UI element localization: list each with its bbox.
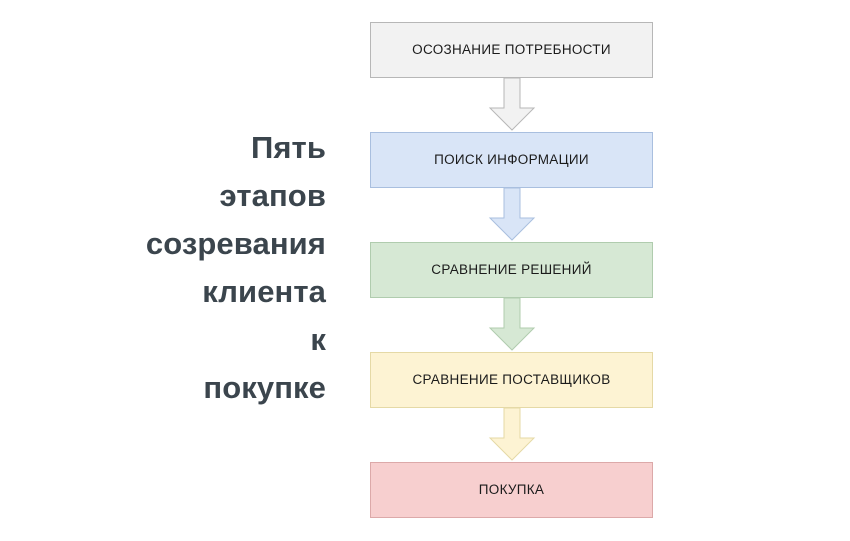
flow-node-supplier-comparison[interactable]: СРАВНЕНИЕ ПОСТАВЩИКОВ [370, 352, 653, 408]
flow-node-label: ПОИСК ИНФОРМАЦИИ [434, 151, 589, 167]
diagram-title-line-4: клиента [202, 274, 326, 309]
diagram-title-line-6: покупке [203, 370, 326, 405]
flow-node-purchase[interactable]: ПОКУПКА [370, 462, 653, 518]
arrow-down-icon [488, 408, 536, 462]
diagram-title: Пять этапов созревания клиента к покупке [60, 124, 326, 412]
flow-node-awareness[interactable]: ОСОЗНАНИЕ ПОТРЕБНОСТИ [370, 22, 653, 78]
flow-node-label: СРАВНЕНИЕ РЕШЕНИЙ [431, 261, 592, 277]
flow-node-solution-comparison[interactable]: СРАВНЕНИЕ РЕШЕНИЙ [370, 242, 653, 298]
arrow-down-icon [488, 78, 536, 132]
flow-node-label: ОСОЗНАНИЕ ПОТРЕБНОСТИ [412, 41, 611, 57]
diagram-title-line-3: созревания [145, 226, 326, 261]
flow-node-label: ПОКУПКА [478, 481, 545, 497]
diagram-title-line-2: этапов [219, 178, 326, 213]
diagram-title-line-5: к [310, 322, 326, 357]
diagram-title-line-1: Пять [250, 130, 326, 165]
flow-column: ОСОЗНАНИЕ ПОТРЕБНОСТИ ПОИСК ИНФОРМАЦИИ С… [370, 22, 653, 519]
arrow-down-icon [488, 298, 536, 352]
arrow-down-icon [488, 188, 536, 242]
flow-node-label: СРАВНЕНИЕ ПОСТАВЩИКОВ [412, 371, 611, 387]
flow-node-information-search[interactable]: ПОИСК ИНФОРМАЦИИ [370, 132, 653, 188]
